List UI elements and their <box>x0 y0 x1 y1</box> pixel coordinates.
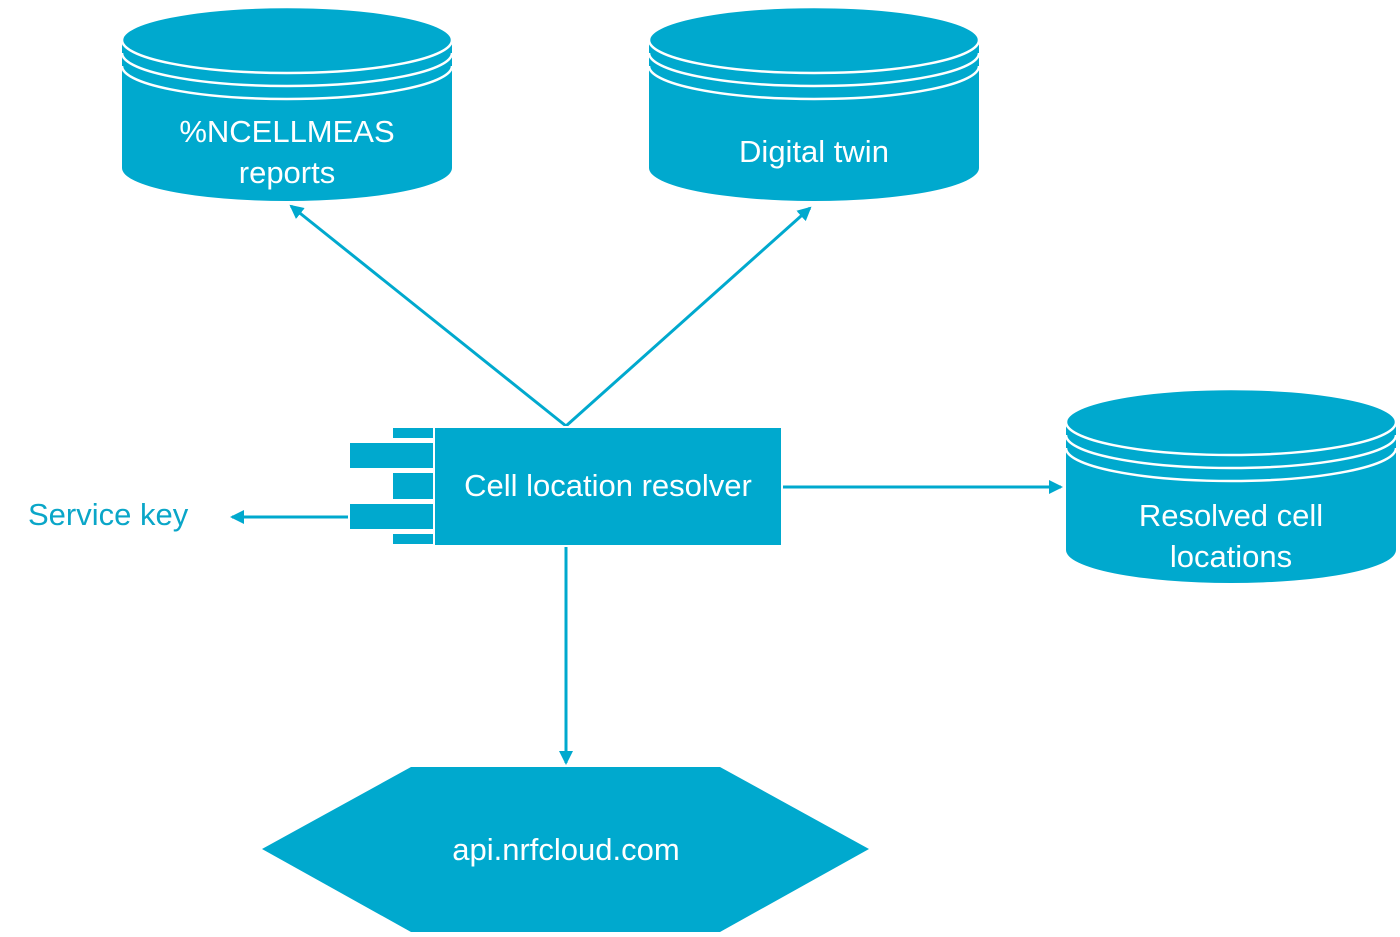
ncellmeas-reports-database[interactable]: %NCELLMEAS reports <box>120 5 454 201</box>
component-body <box>433 426 783 547</box>
component-port <box>348 502 435 531</box>
cell-location-resolver-label: Cell location resolver <box>464 468 752 503</box>
resolved-cell-locations-label-line2: locations <box>1170 539 1292 574</box>
service-key-label: Service key <box>28 497 189 532</box>
edge-resolver-to-digital-twin <box>565 206 812 428</box>
edges <box>230 204 1063 765</box>
resolved-cell-locations-label-line1: Resolved cell <box>1139 498 1323 533</box>
component-port <box>348 441 435 470</box>
cell-location-resolver-component[interactable]: Cell location resolver <box>348 426 783 547</box>
edge-resolver-to-ncellmeas <box>289 204 567 428</box>
ncellmeas-reports-label-line1: %NCELLMEAS <box>179 114 394 149</box>
api-nrfcloud-hexagon[interactable]: api.nrfcloud.com <box>262 767 869 932</box>
component-tab <box>391 532 435 546</box>
component-tab <box>391 426 435 440</box>
resolved-cell-locations-database[interactable]: Resolved cell locations <box>1064 387 1398 583</box>
ncellmeas-reports-label-line2: reports <box>239 155 335 190</box>
digital-twin-database[interactable]: Digital twin <box>647 5 981 201</box>
api-nrfcloud-label: api.nrfcloud.com <box>452 832 679 867</box>
digital-twin-label: Digital twin <box>739 134 889 169</box>
component-tab <box>391 471 435 501</box>
